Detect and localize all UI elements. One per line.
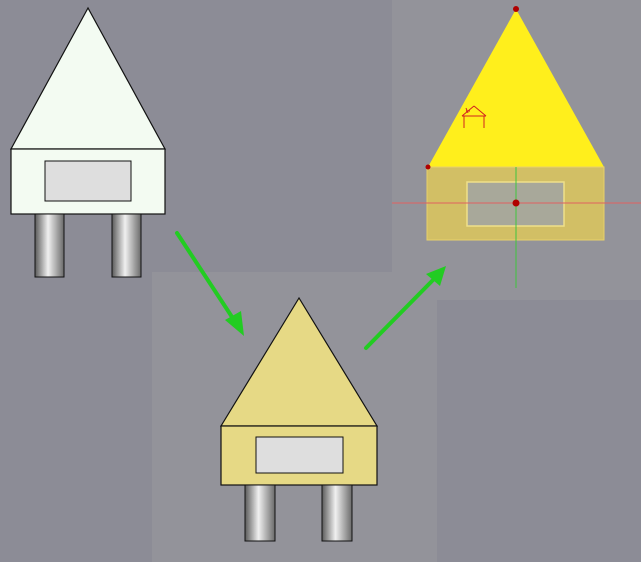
- origin-point[interactable]: [512, 199, 520, 207]
- original-plug-shape[interactable]: [9, 6, 167, 278]
- intermediate-plug-shape[interactable]: [219, 296, 379, 542]
- down-right-arrow-icon: [175, 231, 244, 336]
- left-vertex-point[interactable]: [425, 164, 431, 170]
- intermediate-window: [255, 436, 344, 474]
- intermediate-pin-left: [244, 484, 276, 542]
- selected-plug-shape[interactable]: [392, 6, 641, 288]
- original-pin-right: [111, 213, 142, 278]
- original-pin-left: [34, 213, 65, 278]
- up-right-arrow-icon: [364, 266, 446, 350]
- constraint-icon[interactable]: [461, 105, 487, 128]
- apex-vertex-point[interactable]: [513, 6, 519, 12]
- intermediate-body: [220, 425, 378, 486]
- selected-triangle: [428, 9, 604, 167]
- original-window: [44, 160, 132, 202]
- intermediate-pin-right: [321, 484, 353, 542]
